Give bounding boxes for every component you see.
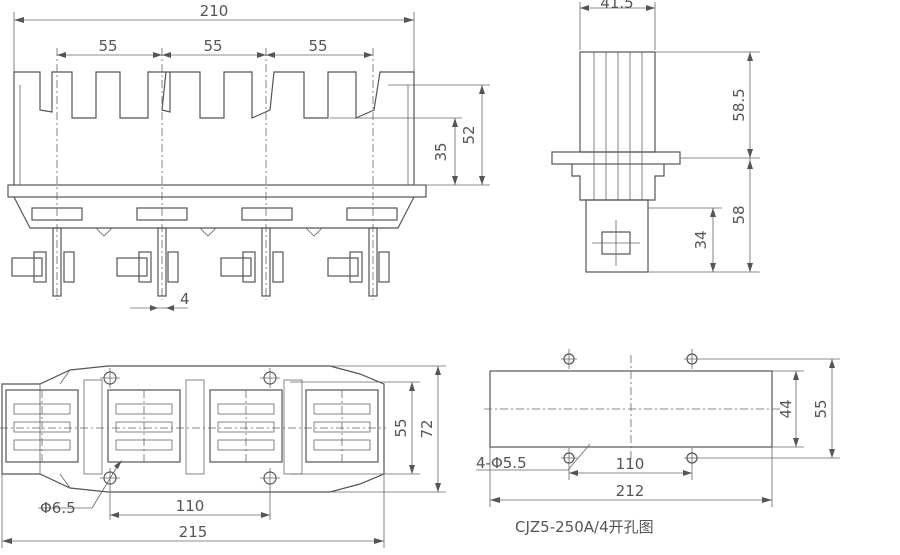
dim-cutout-width: 212 <box>616 482 645 500</box>
dim-pitch-1: 55 <box>98 37 117 55</box>
dim-hole-dia: Φ6.5 <box>40 499 76 517</box>
dim-stem-height: 34 <box>692 230 710 249</box>
dim-pitch-3: 55 <box>308 37 327 55</box>
dim-upper-height: 58.5 <box>730 88 748 121</box>
dim-lower-height: 58 <box>730 205 748 224</box>
cutout-caption: CJZ5-250A/4开孔图 <box>515 518 654 536</box>
dim-cutout-hole-spacing: 110 <box>616 455 645 473</box>
dim-overall-width: 210 <box>200 2 229 20</box>
front-view: 210 55 55 55 <box>7 2 490 311</box>
dim-top-height: 52 <box>460 125 478 144</box>
dim-pitch-2: 55 <box>203 37 222 55</box>
dim-cutout-outer-height: 55 <box>812 399 830 418</box>
dim-slot-depth: 35 <box>432 142 450 161</box>
dim-cutout-inner-height: 44 <box>777 399 795 418</box>
dim-overall-length: 215 <box>179 523 208 541</box>
dim-overall-height: 72 <box>418 419 436 438</box>
dim-stud-width: 4 <box>180 290 190 308</box>
dim-inner-height: 55 <box>392 418 410 437</box>
cutout-view: 110 4-Φ5.5 212 44 55 CJZ5-250A/4开孔图 <box>476 349 840 536</box>
dim-hole-spacing: 110 <box>176 497 205 515</box>
top-view: Φ6.5 110 215 55 72 <box>0 365 446 548</box>
dim-cutout-holes: 4-Φ5.5 <box>476 454 527 472</box>
dim-side-width: 41.5 <box>600 0 633 12</box>
side-view: 41.5 58.5 58 34 <box>551 0 760 273</box>
